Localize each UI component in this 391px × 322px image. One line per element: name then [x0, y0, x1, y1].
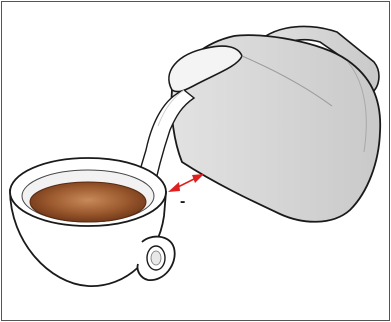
- distance-arrow-head-right: [192, 174, 204, 183]
- espresso-cup-icon: [10, 158, 175, 286]
- distance-arrow-head-left: [168, 182, 180, 192]
- cup-handle-inner: [151, 251, 161, 265]
- milk-pitcher-icon: [169, 26, 380, 221]
- coffee-surface: [30, 182, 146, 222]
- milk-pouring-illustration: -: [2, 2, 389, 320]
- distance-arrow-icon: [168, 174, 204, 192]
- distance-sign-label: -: [180, 193, 185, 210]
